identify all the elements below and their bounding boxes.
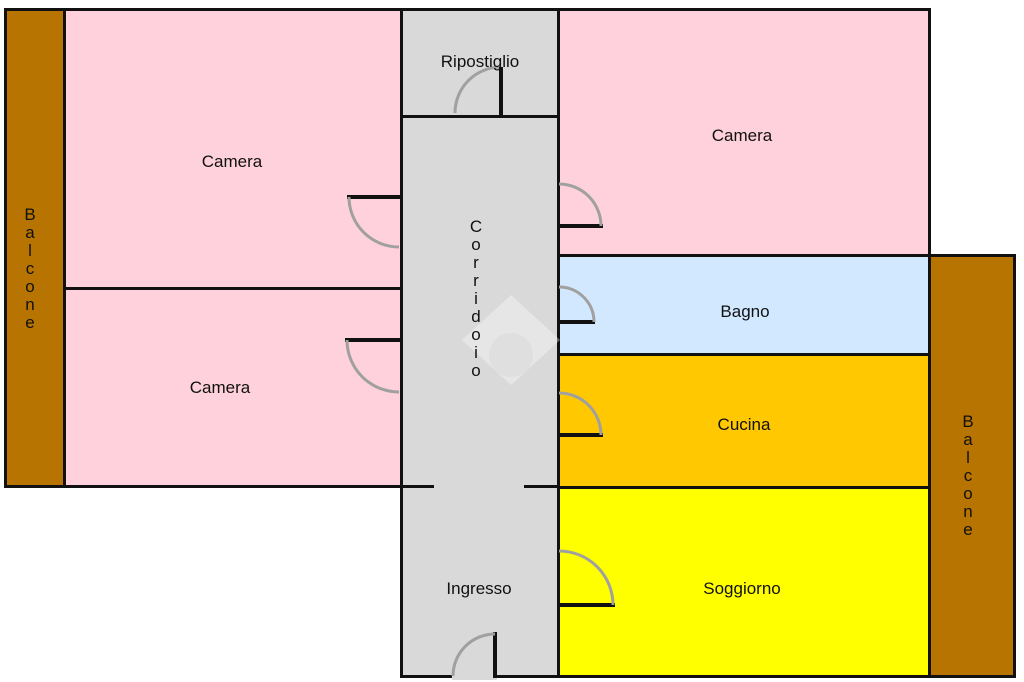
vertical-letter: o <box>471 235 481 254</box>
vertical-letter: n <box>25 295 35 314</box>
room-bagno <box>557 254 931 356</box>
vertical-letter: o <box>471 361 481 380</box>
room-balcone-right <box>928 254 1016 678</box>
door-camera-top-left <box>347 195 401 249</box>
room-balcone-left <box>4 8 66 488</box>
room-soggiorno <box>557 486 931 678</box>
vertical-letter: c <box>25 259 35 278</box>
corridor-opening <box>434 483 524 491</box>
vertical-letter: n <box>963 502 973 521</box>
label-bagno: Bagno <box>720 302 770 321</box>
door-cucina <box>558 391 603 437</box>
vertical-letter: o <box>471 325 481 344</box>
label-camera-top-left: Camera <box>201 152 263 171</box>
vertical-letter: l <box>966 448 970 467</box>
vertical-letter: r <box>473 253 479 272</box>
room-camera-top-left <box>63 8 403 290</box>
door-bagno <box>558 285 596 324</box>
door-ripostiglio <box>453 65 503 116</box>
label-soggiorno: Soggiorno <box>703 579 781 598</box>
door-ingresso <box>451 632 497 680</box>
vertical-letter: i <box>474 343 478 362</box>
room-cucina <box>557 353 931 489</box>
label-ripostiglio: Ripostiglio <box>440 52 520 71</box>
vertical-letter: B <box>962 412 974 431</box>
vertical-letter: d <box>471 307 481 326</box>
door-camera-bottom-left <box>345 338 401 394</box>
vertical-letter: i <box>474 289 478 308</box>
vertical-letter: o <box>25 277 35 296</box>
vertical-letter: C <box>469 217 483 236</box>
vertical-letter: l <box>28 241 32 260</box>
room-camera-bottom-left <box>63 287 403 488</box>
label-cucina: Cucina <box>717 415 771 434</box>
vertical-letter: a <box>25 223 35 242</box>
vertical-letter: B <box>24 205 36 224</box>
room-corridoio <box>400 115 560 488</box>
vertical-letter: r <box>473 271 479 290</box>
vertical-letter: c <box>963 466 973 485</box>
door-camera-top-right <box>558 182 603 228</box>
room-camera-top-right <box>557 8 931 257</box>
vertical-letter: e <box>25 313 35 332</box>
door-soggiorno <box>558 549 615 607</box>
label-ingresso: Ingresso <box>446 579 512 598</box>
label-camera-bottom-left: Camera <box>189 378 251 397</box>
vertical-letter: e <box>963 520 973 539</box>
vertical-letter: a <box>963 430 973 449</box>
watermark-logo <box>462 295 560 385</box>
vertical-letter: o <box>963 484 973 503</box>
label-camera-top-right: Camera <box>711 126 773 145</box>
